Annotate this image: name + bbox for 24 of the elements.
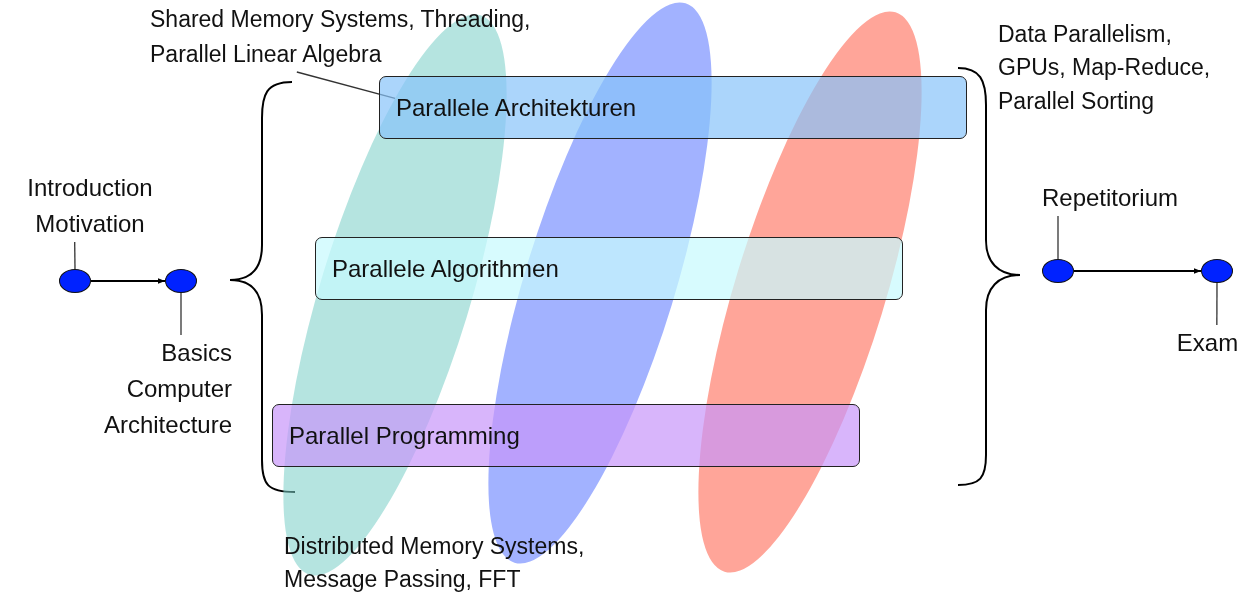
milestone-dot [1042,259,1074,283]
topic-ellipse [698,11,922,573]
box-title: Parallele Architekturen [396,93,637,122]
arrow [91,278,165,284]
topic-box [379,76,967,139]
topic-box [272,404,860,467]
box-title: Parallele Algorithmen [332,254,559,283]
box-title: Parallel Programming [289,421,520,450]
leader-line [74,241,76,270]
topic-label: Basics Computer Architecture [62,335,232,443]
arrow [1074,268,1201,274]
leader-line [1216,282,1218,326]
topic-label: Introduction Motivation [5,170,175,242]
topic-label: Exam [1165,325,1250,361]
milestone-dot [59,269,91,293]
topic-note: Distributed Memory Systems, Message Passing, FFT [284,532,586,595]
topic-label: Repetitorium [1010,180,1210,216]
topic-note: Data Parallelism, GPUs, Map-Reduce, Parallel Sorting [998,20,1212,116]
topic-label: Shared Memory Systems, Threading, Parallel Linear Algebra [150,2,595,71]
leader-line [1057,215,1059,260]
leader-line [180,292,182,336]
milestone-dot [165,269,197,293]
topic-box [315,237,903,300]
milestone-dot [1201,259,1233,283]
